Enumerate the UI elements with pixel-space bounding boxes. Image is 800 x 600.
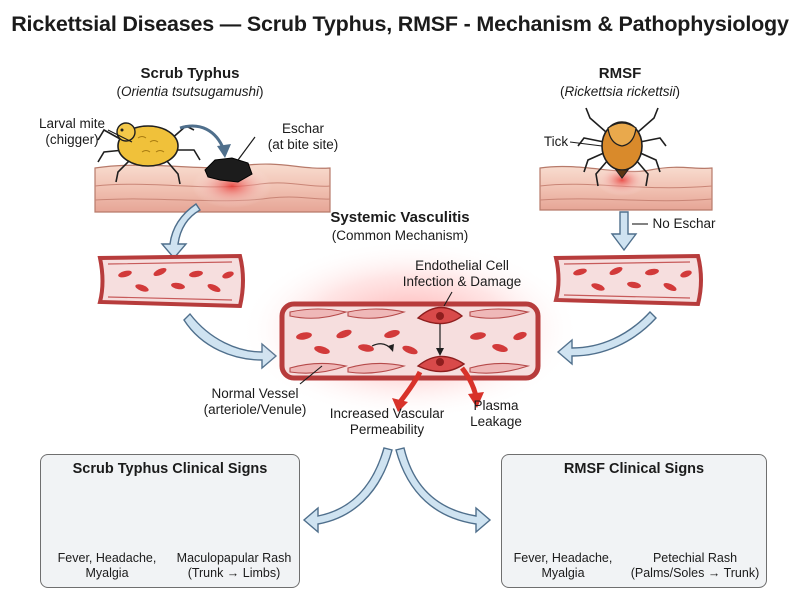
rmsf-organism: (Rickettsia rickettsii) (559, 84, 681, 99)
rmsf-sign-fever-line1: Fever, Headache, (513, 551, 613, 565)
rmsf-signs-title: RMSF Clinical Signs (563, 461, 705, 477)
no-eschar-label: No Eschar (652, 216, 716, 231)
permeability-arrowhead (392, 398, 408, 412)
tick-icon (577, 107, 667, 187)
rmsf-skin-section (539, 164, 713, 211)
plasma-leakage-arrowhead (468, 392, 484, 408)
mite-pointer (107, 129, 133, 143)
permeability-label-line1: Increased Vascular (329, 406, 445, 421)
mite-label-line2: (chigger) (45, 132, 99, 147)
mite-label-line1: Larval mite (38, 116, 106, 131)
eschar-icon (204, 157, 253, 183)
permeability-label-line2: Permeability (349, 422, 425, 437)
rmsf-skin-to-vessel-arrow (610, 211, 638, 252)
tick-label: Tick (543, 134, 569, 149)
scrub-organism-name: Orientia tsutsugamushi (120, 84, 260, 99)
rmsf-clinical-signs-box: RMSF Clinical Signs Fever, Headache, Mya… (501, 454, 767, 588)
rmsf-sign-fever-line2: Myalgia (541, 566, 585, 580)
scrub-sign-rash-line2: (Trunk → Limbs) (187, 566, 281, 580)
scrub-sign-rash-line1: Maculopapular Rash (176, 551, 292, 565)
plasma-label-line2: Leakage (470, 414, 522, 429)
eschar-label-line1: Eschar (281, 121, 325, 136)
tick-bite-inflammation (596, 164, 648, 196)
systemic-vasculitis-subheading: (Common Mechanism) (331, 228, 469, 243)
plasma-label-line1: Plasma (473, 398, 519, 413)
endothelial-pointer (443, 291, 453, 307)
normal-vessel-label-line2: (arteriole/Venule) (203, 402, 307, 417)
endothelial-label-line2: Infection & Damage (402, 274, 522, 289)
scrub-clinical-signs-box: Scrub Typhus Clinical Signs Fever, Heada… (40, 454, 300, 588)
scrub-sign-fever-line1: Fever, Headache, (57, 551, 157, 565)
normal-vessel-pointer (299, 365, 323, 385)
endothelial-label-line1: Endothelial Cell (415, 258, 509, 273)
eschar-label-line2: (at bite site) (267, 137, 339, 152)
eschar-pointer (237, 136, 256, 161)
rmsf-sign-rash-line2: (Palms/Soles → Trunk) (630, 566, 760, 580)
scrub-vessel-segment (97, 253, 245, 309)
rmsf-organism-name: Rickettsia rickettsii (564, 84, 676, 99)
normal-vessel-label-line1: Normal Vessel (211, 386, 299, 401)
permeability-arrow (398, 370, 423, 404)
tick-pointer (569, 141, 603, 147)
to-scrub-signs-arrow (302, 447, 393, 534)
to-rmsf-signs-arrow (395, 447, 492, 534)
central-vessel (279, 301, 541, 381)
page-title: Rickettsial Diseases — Scrub Typhus, RMS… (11, 12, 789, 36)
scrub-skin-to-vessel-arrow (160, 203, 201, 260)
mite-to-eschar-arrowhead (217, 144, 231, 158)
scrub-heading: Scrub Typhus (140, 65, 240, 82)
rmsf-sign-rash-line1: Petechial Rash (652, 551, 738, 565)
scrub-signs-title: Scrub Typhus Clinical Signs (72, 461, 268, 477)
scrub-sign-fever-line2: Myalgia (85, 566, 129, 580)
rmsf-heading: RMSF (598, 65, 642, 82)
scrub-organism: (Orientia tsutsugamushi) (116, 84, 264, 99)
systemic-vasculitis-heading: Systemic Vasculitis (330, 209, 470, 226)
rmsf-vessel-segment (553, 253, 703, 307)
